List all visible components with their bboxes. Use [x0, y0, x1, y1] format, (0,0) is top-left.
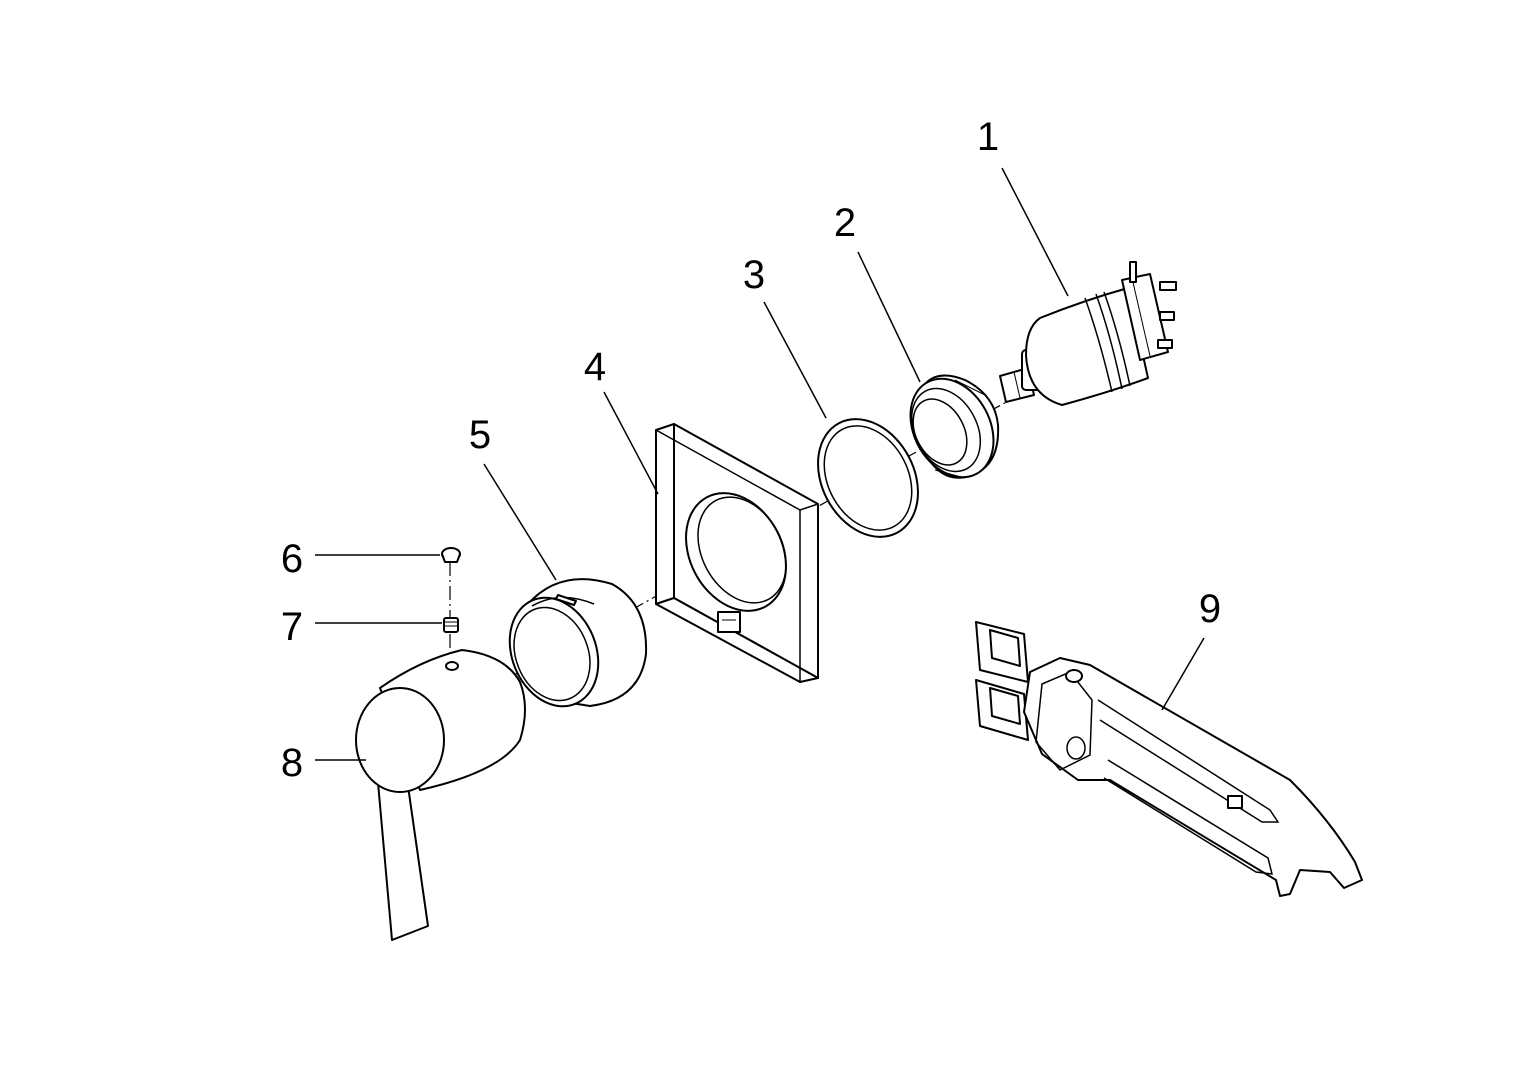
- part-2-nut: [909, 374, 1000, 479]
- part-8-lever-handle: [355, 649, 526, 941]
- leader-5: [483, 463, 557, 581]
- part-3-o-ring: [817, 418, 919, 538]
- callout-1: 1: [977, 115, 999, 159]
- callout-3: 3: [743, 253, 765, 297]
- part-6-cap: [441, 547, 461, 563]
- callout-8: 8: [281, 741, 303, 785]
- callout-5: 5: [469, 413, 491, 457]
- part-5-sleeve: [508, 578, 648, 708]
- part-1-cartridge: [999, 261, 1177, 406]
- leader-1: [1001, 167, 1069, 297]
- callout-9: 9: [1199, 587, 1221, 631]
- callout-6: 6: [281, 537, 303, 581]
- part-4-escutcheon: [655, 423, 819, 683]
- callout-2: 2: [834, 201, 856, 245]
- part-9-spanner-tool: [975, 621, 1363, 897]
- callout-4: 4: [584, 345, 606, 389]
- leader-2: [857, 251, 921, 383]
- callout-7: 7: [281, 605, 303, 649]
- part-7-set-screw: [443, 617, 459, 633]
- leader-4: [603, 391, 659, 495]
- leader-9: [1161, 637, 1205, 711]
- leader-3: [763, 301, 827, 419]
